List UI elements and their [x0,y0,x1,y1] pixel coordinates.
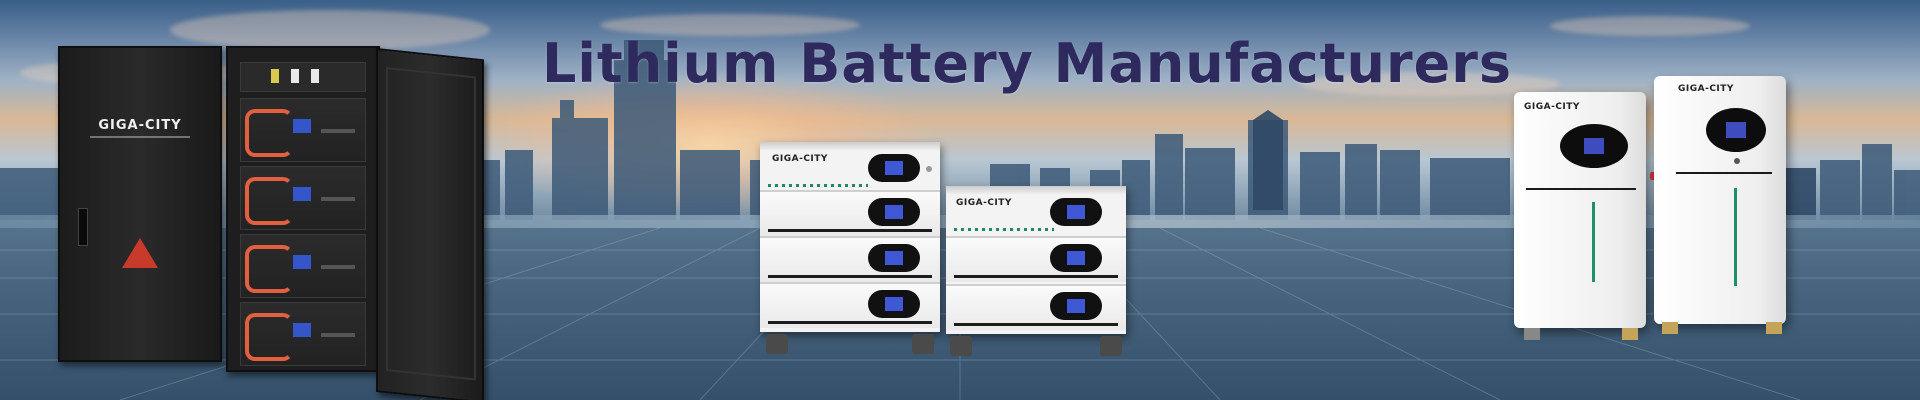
wall-mount-battery: GIGA-CITY [1654,76,1786,334]
battery-module [240,166,366,230]
wall-brand-label: GIGA-CITY [1524,102,1580,112]
stacked-battery-4-unit: GIGA-CITY [760,142,940,332]
cabinet-subtitle-line [90,136,190,138]
battery-module [240,98,366,162]
banner-title: Lithium Battery Manufacturers [542,32,1512,95]
wall-brand-label: GIGA-CITY [1678,84,1734,94]
caster-wheel [912,334,934,354]
stack-brand-label: GIGA-CITY [956,198,1012,208]
battery-module [240,302,366,366]
breaker-switch [291,69,299,83]
battery-unit [946,284,1126,330]
cloud [170,10,490,50]
cabinet-handle [78,208,88,246]
lcd-display [1706,108,1766,152]
lcd-display [868,154,920,182]
battery-unit [760,146,940,190]
stack-brand-label: GIGA-CITY [772,154,828,164]
lcd-display [868,198,920,226]
battery-unit [760,236,940,282]
warning-icon [122,238,158,268]
caster-wheel [1100,336,1122,356]
battery-unit [946,236,1126,282]
lcd-display [1050,292,1102,320]
stacked-battery-3-unit: GIGA-CITY [946,186,1126,334]
breaker-panel [240,62,366,92]
battery-cabinet-open [226,46,380,372]
lcd-display [1050,244,1102,272]
cabinet-brand-label: GIGA-CITY [98,118,182,133]
battery-unit [760,190,940,236]
caster-wheel [950,336,972,356]
wall-mount-battery: GIGA-CITY [1514,92,1658,340]
battery-unit [760,282,940,328]
lcd-display [1560,124,1628,168]
cloud [1550,16,1750,36]
door-panel [386,67,476,381]
breaker-switch [311,69,319,83]
lcd-display [1050,198,1102,226]
breaker-switch [271,69,279,83]
cloud [600,14,860,36]
lcd-display [868,244,920,272]
battery-cabinet-closed: GIGA-CITY [58,46,222,362]
caster-wheel [766,334,788,354]
cabinet-door [376,48,484,400]
lcd-display [868,290,920,318]
battery-module [240,234,366,298]
battery-unit [946,190,1126,234]
